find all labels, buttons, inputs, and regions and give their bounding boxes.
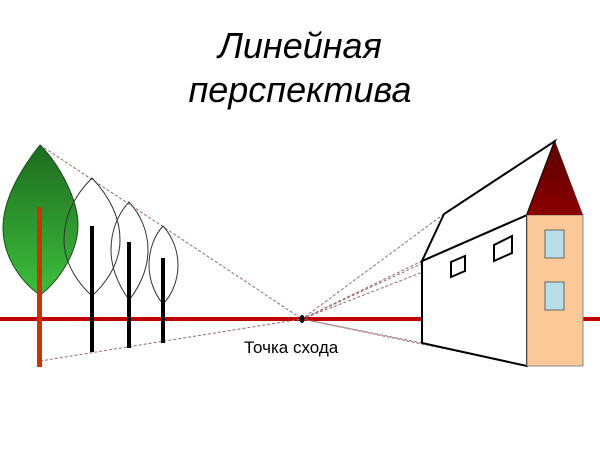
side-window-2 <box>493 234 513 263</box>
title-line-2: перспектива <box>188 69 412 110</box>
tree-trunk-1 <box>90 226 94 352</box>
tower-window-upper <box>544 229 565 259</box>
tower-window-lower <box>544 281 565 311</box>
tree-large <box>2 144 79 367</box>
title-line-1: Линейная <box>218 25 382 66</box>
vanishing-point-dot <box>299 315 305 323</box>
vanishing-point-label: Точка схода <box>244 338 339 357</box>
diagram-title: Линейная перспектива <box>0 24 600 112</box>
tree-trunk-2 <box>127 242 131 348</box>
tree-trunk-3 <box>161 258 165 343</box>
tree-trunk <box>37 207 42 367</box>
house <box>419 138 584 368</box>
side-window-1 <box>450 254 466 279</box>
tower-roof <box>527 141 583 215</box>
